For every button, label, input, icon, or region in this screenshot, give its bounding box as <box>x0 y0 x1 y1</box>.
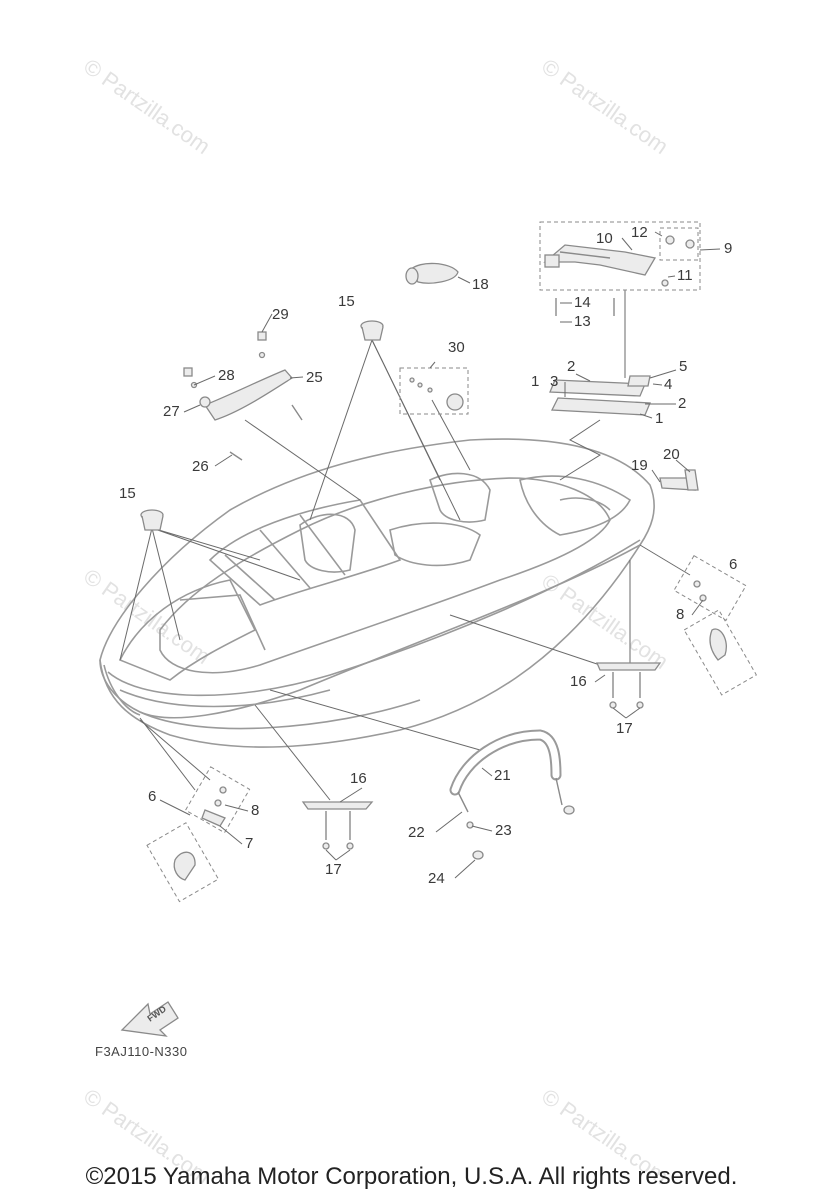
callout-label: 2 <box>567 358 575 375</box>
callout-label: 17 <box>616 720 633 737</box>
callout-label: 15 <box>338 293 355 310</box>
callout-label: 16 <box>350 770 367 787</box>
callout-label: 30 <box>448 339 465 356</box>
callout-label: 27 <box>163 403 180 420</box>
callout-label: 14 <box>574 294 591 311</box>
callout-label: 26 <box>192 458 209 475</box>
watermark: © Partzilla.com <box>537 54 673 160</box>
callout-label: 18 <box>472 276 489 293</box>
bracket-parts-19-20 <box>659 469 699 491</box>
watermark: © Partzilla.com <box>79 54 215 160</box>
leader-lines <box>119 290 691 801</box>
callout-label: 4 <box>664 376 672 393</box>
cleat-right <box>596 662 662 709</box>
bow-eye-right <box>673 554 758 696</box>
label-connectors <box>159 231 721 879</box>
callout-label: 11 <box>677 267 693 284</box>
grab-handle-assembly <box>539 221 701 316</box>
callout-label: 29 <box>272 306 289 323</box>
callout-label: 1 <box>655 410 663 427</box>
bow-eye-left <box>146 766 251 903</box>
callout-label: 9 <box>724 240 732 257</box>
cup-holders <box>140 320 384 531</box>
callout-label: 16 <box>570 673 587 690</box>
callout-label: 6 <box>729 556 737 573</box>
callout-label: 19 <box>631 457 648 474</box>
fwd-arrow-icon: FWD <box>120 1001 179 1037</box>
callout-label: 10 <box>596 230 613 247</box>
callout-label: 24 <box>428 870 445 887</box>
callout-label: 25 <box>306 369 323 386</box>
plate-part-30 <box>399 367 469 415</box>
callout-label: 13 <box>574 313 591 330</box>
callout-label: 12 <box>631 224 648 241</box>
step-plate-assembly <box>549 375 651 416</box>
callout-label: 8 <box>251 802 259 819</box>
callout-label: 23 <box>495 822 512 839</box>
copyright-notice: ©2015 Yamaha Motor Corporation, U.S.A. A… <box>85 1163 738 1190</box>
callout-label: 20 <box>663 446 680 463</box>
diagram-code: F3AJ110-N330 <box>95 1044 188 1059</box>
callout-label: 1 <box>531 373 539 390</box>
rail-part-21 <box>449 729 575 860</box>
callout-label: 21 <box>494 767 511 784</box>
callout-label: 2 <box>678 395 686 412</box>
callout-label: 3 <box>550 373 558 390</box>
callout-label: 6 <box>148 788 156 805</box>
callout-label: 22 <box>408 824 425 841</box>
mirror-part-18 <box>405 262 471 285</box>
callout-label: 5 <box>679 358 687 375</box>
boat-hull <box>99 438 655 748</box>
callout-labels: 29 15 18 10 12 9 11 14 13 30 28 25 27 26… <box>119 224 737 887</box>
grab-handle-25 <box>183 331 303 461</box>
callout-label: 28 <box>218 367 235 384</box>
callout-label: 7 <box>245 835 253 852</box>
callout-label: 15 <box>119 485 136 502</box>
watermark: © Partzilla.com <box>79 564 215 670</box>
callout-label: 8 <box>676 606 684 623</box>
cleat-left <box>301 801 374 850</box>
callout-label: 17 <box>325 861 342 878</box>
